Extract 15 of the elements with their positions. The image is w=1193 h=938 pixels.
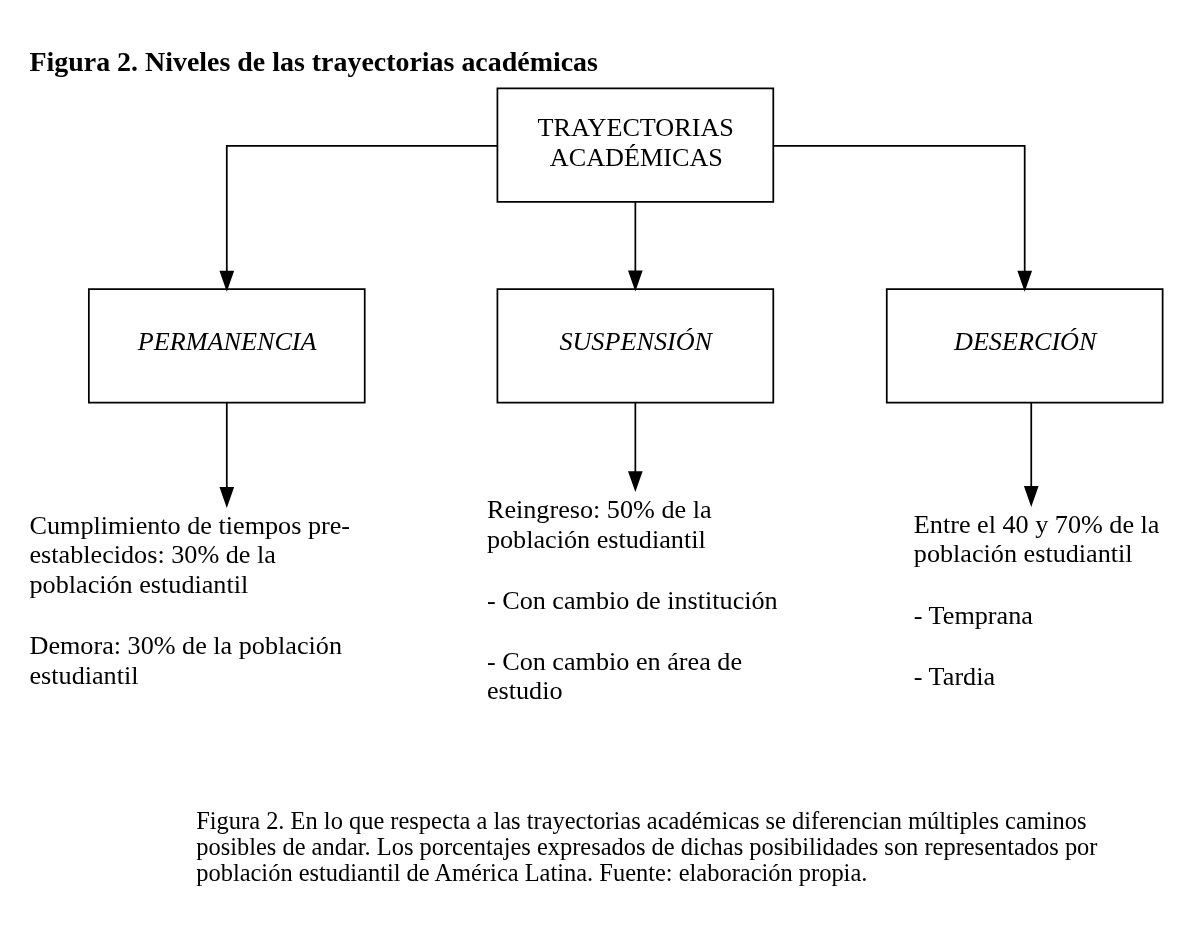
node-text: Reingreso: 50% de la población estudiantil - Con cambio de institución - Con cambio en área de estudio [486,494,778,706]
node-box: TRAYECTORIAS ACADÉMICAS [496,87,775,203]
arrow [219,145,498,292]
node-box: SUSPENSIÓN [496,288,775,404]
node-box: DESERCIÓN [885,288,1164,404]
arrow [1023,402,1039,508]
node-text: Entre el 40 y 70% de la población estudiantil - Temprana - Tardia [913,509,1160,691]
caption: Figura 2. En lo que respecta a las trayectorias académicas se diferencian múltiples caminos posibles de andar. Los porcentajes expresados de dichas posibilidades son representados por población estudiantil de América Latina. Fuente: elaboración propia. [196,807,1098,887]
diagram-title: Figura 2. Niveles de las trayectorias académicas [29,45,598,77]
arrow [628,402,643,493]
arrow [219,402,235,509]
arrow [772,145,1033,292]
node-box: PERMANENCIA [88,288,366,404]
arrow [628,201,643,292]
node-text: Cumplimiento de tiempos pre-establecidos: 30% de la población estudiantil Demora: 30% de la población estudiantil [29,510,351,690]
